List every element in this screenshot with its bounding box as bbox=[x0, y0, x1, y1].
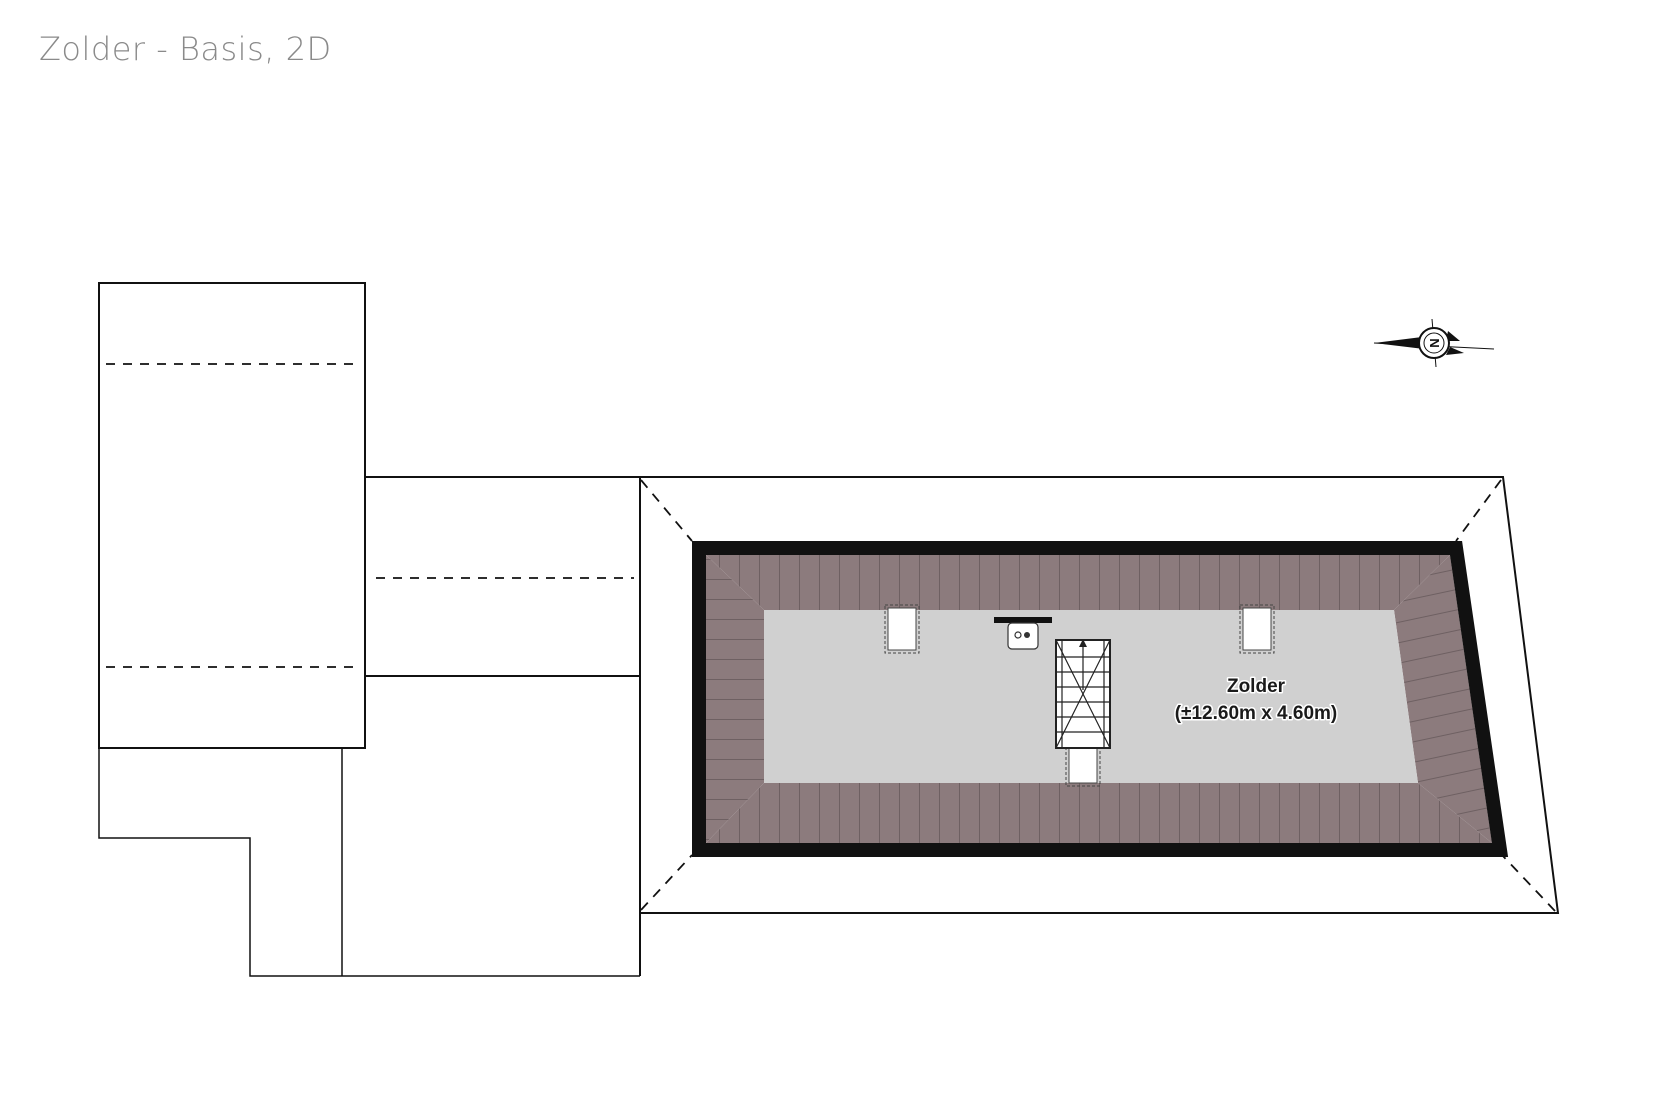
roof-slope-top bbox=[706, 555, 1450, 610]
attic-walls bbox=[692, 541, 1509, 857]
skylight-right bbox=[1239, 604, 1275, 654]
roof-slope-bottom bbox=[706, 783, 1492, 843]
roof-hip-lines bbox=[640, 479, 1556, 912]
staircase bbox=[1055, 639, 1111, 749]
room-name-label: Zolder bbox=[1227, 676, 1286, 697]
skylight-bottom bbox=[1065, 739, 1101, 787]
roof-ridge-lines bbox=[106, 363, 634, 668]
attic-room bbox=[692, 541, 1509, 857]
stair-arrow-icon bbox=[1079, 639, 1087, 647]
stair-treads bbox=[1055, 639, 1111, 749]
roof-slope-right bbox=[1394, 555, 1492, 843]
left-building-outline bbox=[98, 282, 641, 977]
compass-north-letter: N bbox=[1427, 338, 1442, 347]
page-title: Zolder - Basis, 2D bbox=[39, 30, 332, 68]
compass-icon: N bbox=[1373, 318, 1495, 368]
roof-slope-left bbox=[706, 555, 764, 843]
attic-roof-outline bbox=[640, 476, 1560, 914]
skylight-left bbox=[884, 604, 920, 654]
boiler-unit bbox=[994, 617, 1052, 650]
room-dimensions-label: (±12.60m x 4.60m) bbox=[1175, 703, 1338, 724]
